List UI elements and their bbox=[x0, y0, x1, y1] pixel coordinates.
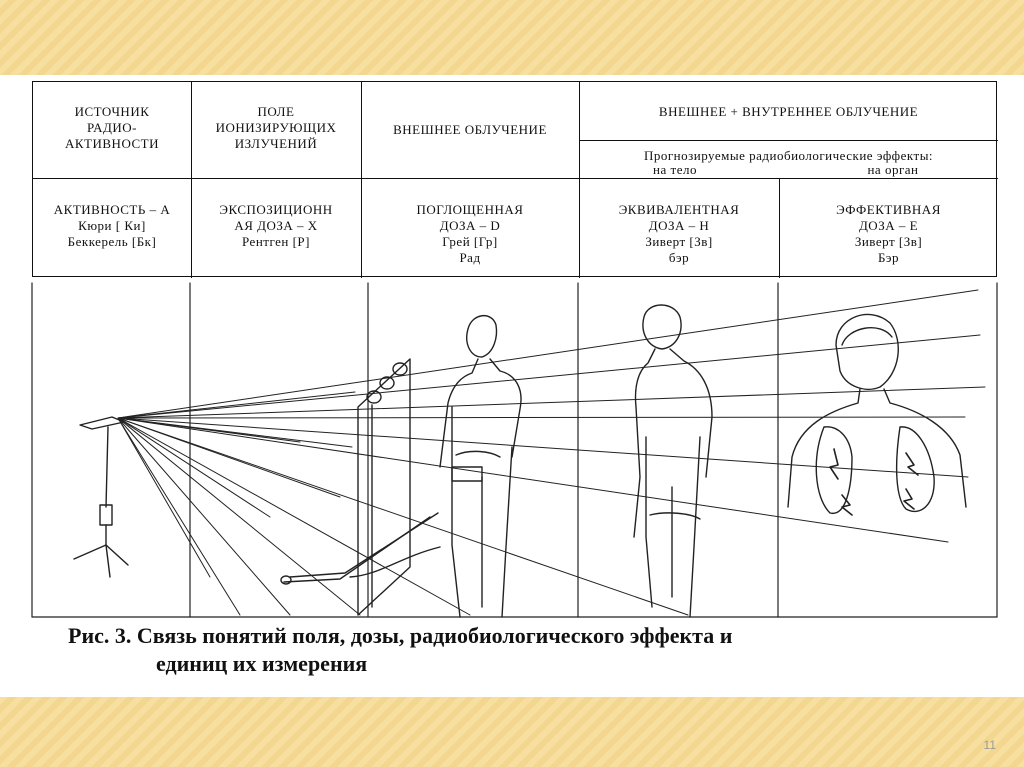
units-activity: АКТИВНОСТЬ – А Кюри [ Ки] Беккерель [Бк] bbox=[33, 202, 191, 250]
units-line: Рад bbox=[361, 250, 579, 266]
units-line: Грей [Гр] bbox=[361, 234, 579, 250]
header-external: ВНЕШНЕЕ ОБЛУЧЕНИЕ bbox=[361, 122, 579, 138]
header-source-line: РАДИО- bbox=[33, 120, 191, 136]
units-line: ЭКВИВАЛЕНТНАЯ bbox=[579, 202, 779, 218]
units-effective: ЭФФЕКТИВНАЯ ДОЗА – Е Зиверт [Зв] Бэр bbox=[779, 202, 998, 266]
table-divider bbox=[33, 178, 998, 179]
decorative-top-band bbox=[0, 0, 1024, 75]
header-field: ПОЛЕ ИОНИЗИРУЮЩИХ ИЗЛУЧЕНИЙ bbox=[191, 104, 361, 152]
decorative-bottom-band bbox=[0, 697, 1024, 767]
table-divider bbox=[579, 140, 998, 141]
caption-line-2: единиц их измерения bbox=[68, 650, 998, 678]
radioactive-source bbox=[74, 417, 128, 577]
person-operator bbox=[440, 316, 521, 617]
header-field-line: ИОНИЗИРУЮЩИХ bbox=[191, 120, 361, 136]
header-on-organ: на орган bbox=[833, 162, 953, 178]
units-line: АЯ ДОЗА – Х bbox=[191, 218, 361, 234]
units-line: ДОЗА – D bbox=[361, 218, 579, 234]
units-line: Беккерель [Бк] bbox=[33, 234, 191, 250]
units-line: ПОГЛОЩЕННАЯ bbox=[361, 202, 579, 218]
figure-caption: Рис. 3. Связь понятий поля, дозы, радиоб… bbox=[68, 622, 998, 678]
units-line: ЭФФЕКТИВНАЯ bbox=[779, 202, 998, 218]
units-line: Кюри [ Ки] bbox=[33, 218, 191, 234]
header-source: ИСТОЧНИК РАДИО- АКТИВНОСТИ bbox=[33, 104, 191, 152]
units-line: АКТИВНОСТЬ – А bbox=[33, 202, 191, 218]
radiation-illustration bbox=[0, 277, 1024, 622]
units-line: Рентген [Р] bbox=[191, 234, 361, 250]
units-line: ДОЗА – Е bbox=[779, 218, 998, 234]
header-field-line: ПОЛЕ bbox=[191, 104, 361, 120]
header-field-line: ИЗЛУЧЕНИЙ bbox=[191, 136, 361, 152]
radiation-beams bbox=[118, 290, 985, 615]
header-source-line: ИСТОЧНИК bbox=[33, 104, 191, 120]
units-table: ИСТОЧНИК РАДИО- АКТИВНОСТИ ПОЛЕ ИОНИЗИРУ… bbox=[32, 81, 997, 277]
units-line: ЭКСПОЗИЦИОНН bbox=[191, 202, 361, 218]
units-line: Зиверт [Зв] bbox=[779, 234, 998, 250]
person-standing bbox=[634, 305, 712, 617]
slide-content: ИСТОЧНИК РАДИО- АКТИВНОСТИ ПОЛЕ ИОНИЗИРУ… bbox=[0, 75, 1024, 697]
header-source-line: АКТИВНОСТИ bbox=[33, 136, 191, 152]
units-absorbed: ПОГЛОЩЕННАЯ ДОЗА – D Грей [Гр] Рад bbox=[361, 202, 579, 266]
detector-probe bbox=[281, 513, 440, 584]
units-equivalent: ЭКВИВАЛЕНТНАЯ ДОЗА – Н Зиверт [Зв] бэр bbox=[579, 202, 779, 266]
units-line: бэр bbox=[579, 250, 779, 266]
units-line: Бэр bbox=[779, 250, 998, 266]
caption-line-1: Рис. 3. Связь понятий поля, дозы, радиоб… bbox=[68, 623, 732, 648]
page-number: 11 bbox=[984, 738, 996, 752]
header-on-body: на тело bbox=[615, 162, 735, 178]
header-combined: ВНЕШНЕЕ + ВНУТРЕННЕЕ ОБЛУЧЕНИЕ bbox=[579, 104, 998, 120]
units-line: Зиверт [Зв] bbox=[579, 234, 779, 250]
units-exposure: ЭКСПОЗИЦИОНН АЯ ДОЗА – Х Рентген [Р] bbox=[191, 202, 361, 250]
units-line: ДОЗА – Н bbox=[579, 218, 779, 234]
